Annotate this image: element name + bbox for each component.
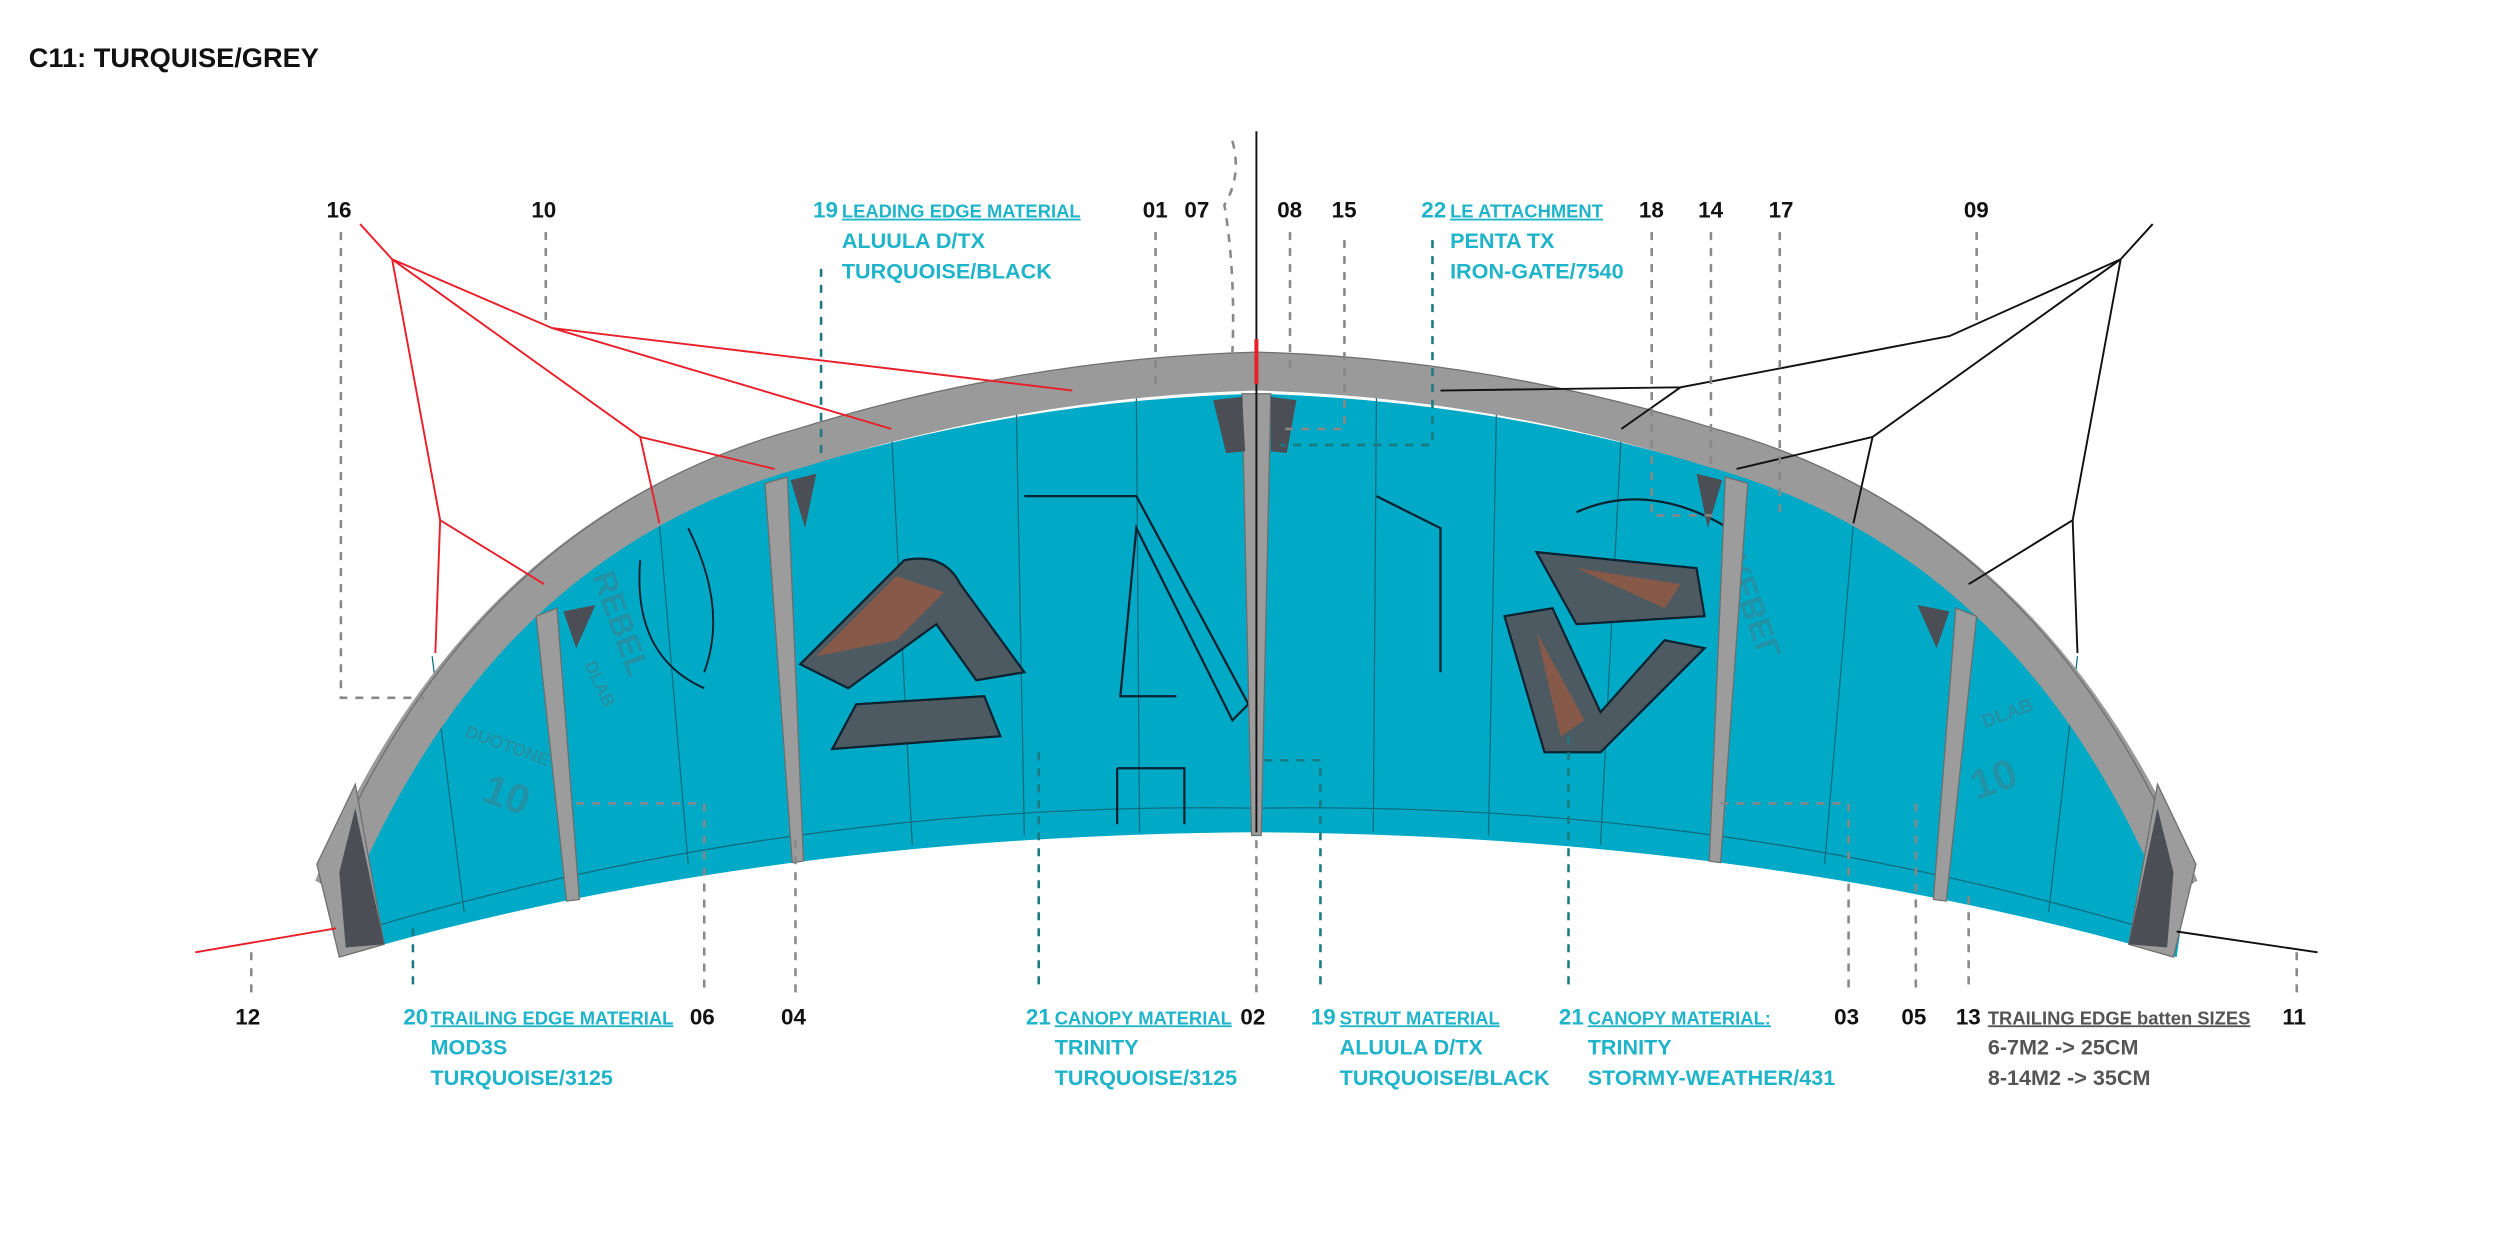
- callout-17: 17: [1769, 198, 1794, 223]
- material-strut: 19 STRUT MATERIAL ALUULA D/TX TURQUOISE/…: [1311, 1004, 1550, 1090]
- material-line: TURQUOISE/BLACK: [842, 258, 1052, 283]
- material-line: MOD3S: [431, 1035, 508, 1060]
- material-title: STRUT MATERIAL: [1340, 1007, 1500, 1028]
- material-number: 21: [1559, 1004, 1584, 1029]
- callout-13: 13: [1956, 1004, 1981, 1029]
- bridle-left: [195, 223, 1073, 954]
- callout-12: 12: [235, 1004, 260, 1029]
- material-line: ALUULA D/TX: [1340, 1035, 1484, 1060]
- callouts-bottom: 12 06 04 02 03 05 11: [235, 1004, 2306, 1029]
- callout-02: 02: [1240, 1004, 1265, 1029]
- bridle-right: [1440, 223, 2318, 954]
- callout-08: 08: [1277, 198, 1302, 223]
- material-number: 22: [1421, 198, 1446, 223]
- callout-14: 14: [1698, 198, 1723, 223]
- callout-03: 03: [1834, 1004, 1859, 1029]
- material-title: CANOPY MATERIAL:: [1588, 1007, 1771, 1028]
- batten-sizes: 13 TRAILING EDGE batten SIZES 6-7M2 -> 2…: [1956, 1004, 2251, 1090]
- material-line: IRON-GATE/7540: [1450, 258, 1624, 283]
- callout-11: 11: [2282, 1004, 2306, 1029]
- batten-line: 6-7M2 -> 25CM: [1988, 1035, 2139, 1060]
- page-title: C11: TURQUISE/GREY: [29, 42, 319, 73]
- callout-01: 01: [1143, 198, 1168, 223]
- material-line: TRINITY: [1588, 1035, 1673, 1060]
- material-number: 20: [403, 1004, 428, 1029]
- callout-18: 18: [1639, 198, 1664, 223]
- material-number: 19: [813, 198, 838, 223]
- material-line: STORMY-WEATHER/431: [1588, 1065, 1836, 1090]
- material-line: TURQUOISE/BLACK: [1340, 1065, 1550, 1090]
- callouts-top: 16 10 01 07 08 15 18 14 17 09: [327, 198, 1989, 223]
- callout-05: 05: [1901, 1004, 1926, 1029]
- material-number: 19: [1311, 1004, 1336, 1029]
- material-line: TURQUOISE/3125: [1055, 1065, 1237, 1090]
- material-line: PENTA TX: [1450, 228, 1555, 253]
- material-number: 21: [1026, 1004, 1051, 1029]
- material-line: TURQUOISE/3125: [431, 1065, 613, 1090]
- callout-04: 04: [781, 1004, 806, 1029]
- callout-07: 07: [1184, 198, 1209, 223]
- material-leading-edge: 19 LEADING EDGE MATERIAL ALUULA D/TX TUR…: [813, 198, 1081, 284]
- leader-lines: [249, 140, 2299, 993]
- callout-16: 16: [327, 198, 352, 223]
- material-trailing-edge: 20 TRAILING EDGE MATERIAL MOD3S TURQUOIS…: [403, 1004, 673, 1090]
- batten-line: 8-14M2 -> 35CM: [1988, 1065, 2151, 1090]
- material-canopy: 21 CANOPY MATERIAL TRINITY TURQUOISE/312…: [1026, 1004, 1237, 1090]
- material-title: TRAILING EDGE MATERIAL: [431, 1007, 674, 1028]
- batten-title: TRAILING EDGE batten SIZES: [1988, 1007, 2251, 1028]
- material-canopy-2: 21 CANOPY MATERIAL: TRINITY STORMY-WEATH…: [1559, 1004, 1835, 1090]
- material-title: LE ATTACHMENT: [1450, 201, 1604, 222]
- material-line: TRINITY: [1055, 1035, 1140, 1060]
- callout-10: 10: [531, 198, 556, 223]
- material-title: LEADING EDGE MATERIAL: [842, 201, 1081, 222]
- material-le-attachment: 22 LE ATTACHMENT PENTA TX IRON-GATE/7540: [1421, 198, 1623, 284]
- callout-09: 09: [1964, 198, 1989, 223]
- callout-06: 06: [690, 1004, 715, 1029]
- callout-15: 15: [1332, 198, 1357, 223]
- material-line: ALUULA D/TX: [842, 228, 986, 253]
- material-title: CANOPY MATERIAL: [1055, 1007, 1232, 1028]
